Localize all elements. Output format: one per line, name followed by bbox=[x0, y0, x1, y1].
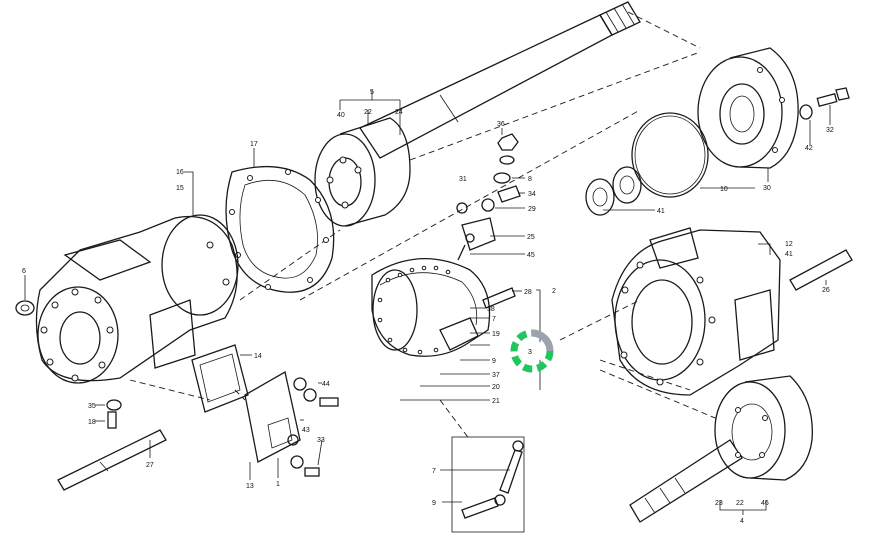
label-5: 5 bbox=[370, 89, 374, 96]
leader-lines bbox=[24, 90, 831, 515]
label-36: 36 bbox=[497, 121, 505, 128]
brake-drum-hub bbox=[314, 117, 411, 227]
label-21: 21 bbox=[492, 398, 500, 405]
linkage-bracket-25 bbox=[456, 198, 496, 261]
label-46: 46 bbox=[761, 500, 769, 507]
label-37: 37 bbox=[492, 372, 500, 379]
label-33: 33 bbox=[317, 437, 325, 444]
right-axle-housing bbox=[611, 227, 781, 396]
pin-26-right bbox=[789, 249, 853, 291]
label-29: 29 bbox=[528, 206, 536, 213]
label-43: 43 bbox=[302, 427, 310, 434]
part-number-labels: 5 40 22 24 17 16 15 36 8 31 34 29 25 45 … bbox=[22, 89, 834, 525]
bearing-hub-30 bbox=[697, 47, 799, 169]
label-20: 20 bbox=[492, 384, 500, 391]
badge-label-3: 3 bbox=[528, 349, 532, 356]
label-8: 8 bbox=[528, 176, 532, 183]
label-38: 38 bbox=[487, 306, 495, 313]
cover-gasket-14 bbox=[191, 344, 249, 413]
label-22-low: 22 bbox=[736, 500, 744, 507]
bolts-33-43-44 bbox=[287, 377, 339, 477]
seals-41 bbox=[585, 166, 642, 216]
label-25: 25 bbox=[527, 234, 535, 241]
label-17: 17 bbox=[250, 141, 258, 148]
bolt-35-18 bbox=[106, 399, 122, 429]
label-15: 15 bbox=[176, 185, 184, 192]
label-40: 40 bbox=[337, 112, 345, 119]
label-6: 6 bbox=[22, 268, 26, 275]
label-12: 12 bbox=[785, 241, 793, 248]
brake-band-assembly bbox=[371, 257, 491, 357]
label-27: 27 bbox=[146, 462, 154, 469]
output-shaft-drum bbox=[629, 375, 813, 523]
nuts-36-8-34 bbox=[493, 133, 521, 203]
label-26-right: 26 bbox=[822, 287, 830, 294]
label-18: 18 bbox=[88, 419, 96, 426]
label-23: 23 bbox=[715, 500, 723, 507]
label-41-right: 41 bbox=[785, 251, 793, 258]
highlight-gear-badge[interactable]: 3 bbox=[510, 329, 554, 373]
label-19: 19 bbox=[492, 331, 500, 338]
label-13: 13 bbox=[246, 483, 254, 490]
label-14: 14 bbox=[254, 353, 262, 360]
label-9-mid: 9 bbox=[492, 358, 496, 365]
label-31: 31 bbox=[459, 176, 467, 183]
label-2: 2 bbox=[552, 288, 556, 295]
label-1: 1 bbox=[276, 481, 280, 488]
label-7-low: 7 bbox=[432, 468, 436, 475]
label-4: 4 bbox=[740, 518, 744, 525]
splined-axle-shaft bbox=[359, 1, 641, 159]
adjuster-bolt-7 bbox=[451, 436, 525, 533]
o-ring-10 bbox=[631, 112, 709, 198]
bolt-32-washer-42 bbox=[799, 87, 850, 120]
pin-28 bbox=[482, 287, 516, 309]
label-34: 34 bbox=[528, 191, 536, 198]
cover-plate-13 bbox=[244, 370, 301, 463]
label-44: 44 bbox=[322, 381, 330, 388]
label-16: 16 bbox=[176, 169, 184, 176]
label-35: 35 bbox=[88, 403, 96, 410]
label-10: 10 bbox=[720, 186, 728, 193]
assembly-guide-lines bbox=[129, 11, 721, 441]
label-7-mid: 7 bbox=[492, 316, 496, 323]
gasket-17 bbox=[225, 165, 335, 293]
label-24: 24 bbox=[395, 109, 403, 116]
label-41-top: 41 bbox=[657, 208, 665, 215]
label-28: 28 bbox=[524, 289, 532, 296]
label-32: 32 bbox=[826, 127, 834, 134]
label-45: 45 bbox=[527, 252, 535, 259]
left-axle-housing bbox=[35, 214, 239, 384]
pin-rod-27 bbox=[57, 429, 167, 491]
label-22-top: 22 bbox=[364, 109, 372, 116]
label-30-right: 30 bbox=[763, 185, 771, 192]
ring-clip-6 bbox=[15, 285, 35, 316]
label-9-low: 9 bbox=[432, 500, 436, 507]
label-42: 42 bbox=[805, 145, 813, 152]
